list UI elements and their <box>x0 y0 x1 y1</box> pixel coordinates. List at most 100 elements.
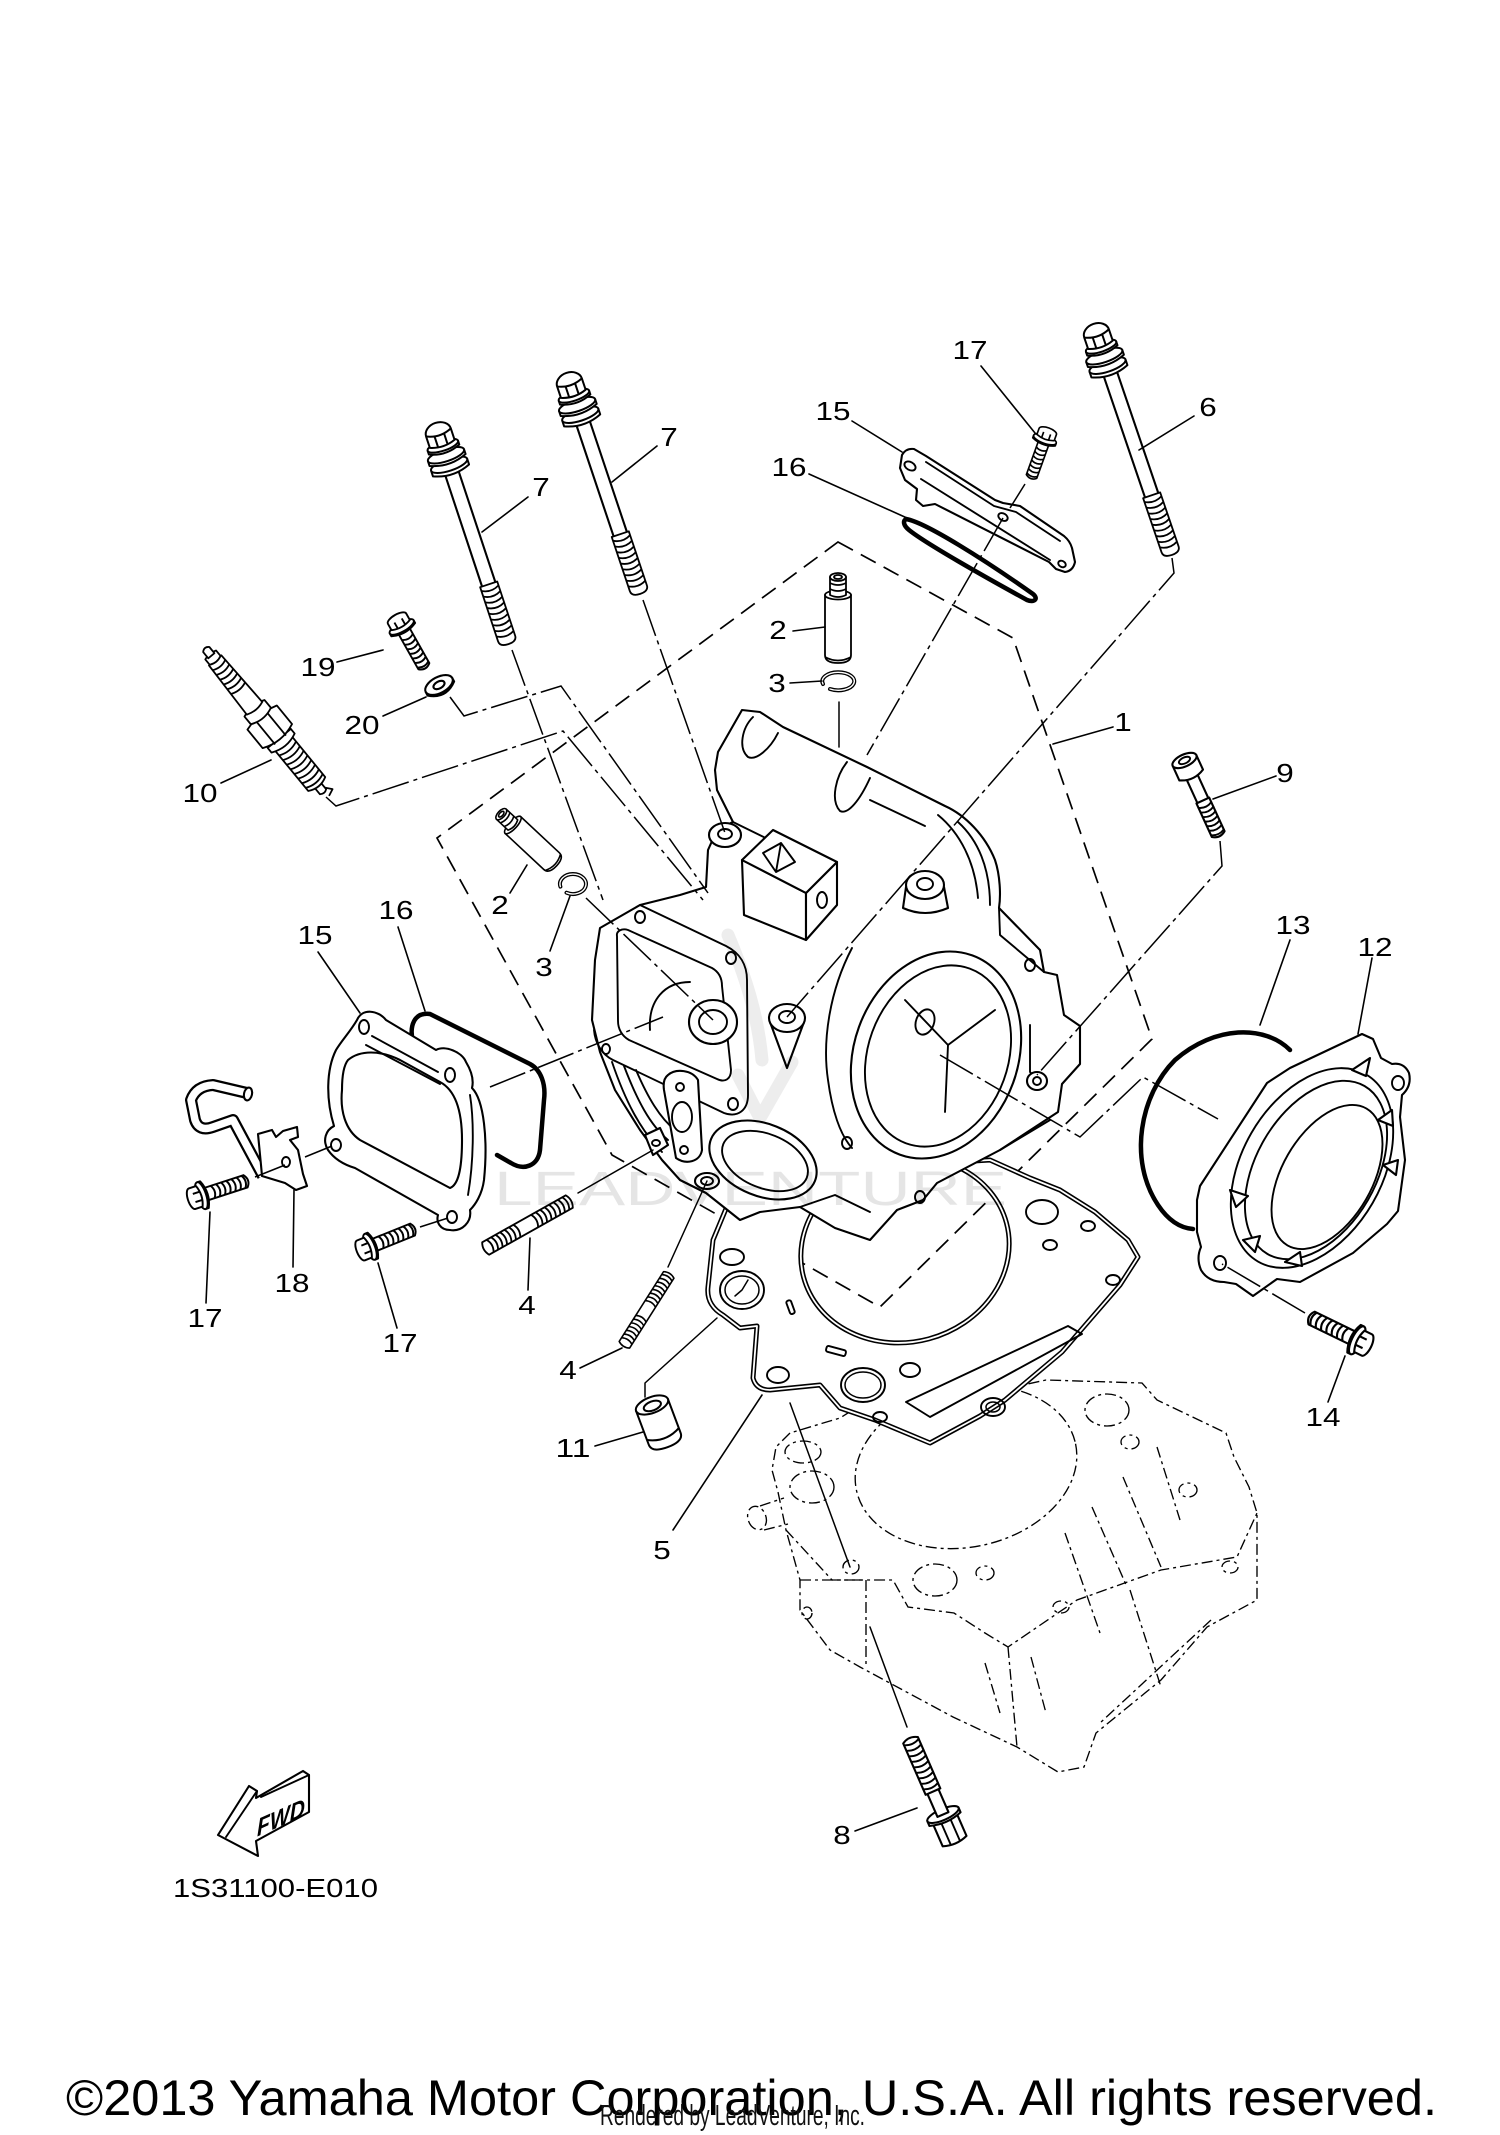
callout-17-lower[interactable]: 17 <box>383 1328 418 1358</box>
leader-line <box>382 696 427 717</box>
head-bottom-lines <box>799 1119 1051 1213</box>
cylinder-hole <box>1052 1600 1070 1614</box>
head-intake-hole <box>914 1008 936 1036</box>
callout-18[interactable]: 18 <box>275 1268 310 1298</box>
plate-12-port <box>1270 1104 1384 1250</box>
head-bolt9-hole <box>1032 1076 1042 1086</box>
cover-15-top-body <box>898 447 1077 574</box>
leader-line <box>397 926 426 1012</box>
callout-15-top[interactable]: 15 <box>816 396 851 426</box>
callout-15-left[interactable]: 15 <box>298 920 333 950</box>
head-intake-port-inner <box>863 964 1013 1148</box>
callout-1[interactable]: 1 <box>1114 707 1132 737</box>
callout-8[interactable]: 8 <box>833 1820 851 1850</box>
cylinder-hole <box>801 1606 813 1620</box>
callout-16-left[interactable]: 16 <box>379 895 414 925</box>
leader-line <box>549 895 571 952</box>
cover-15-top-hole <box>903 460 917 472</box>
gasket-5-hole-mark <box>734 1279 749 1297</box>
gasket-5-hole <box>840 1367 886 1403</box>
callout-11[interactable]: 11 <box>556 1433 591 1463</box>
callout-2-top[interactable]: 2 <box>769 615 787 645</box>
head-lug-hole <box>841 1136 853 1150</box>
callout-13[interactable]: 13 <box>1276 910 1311 940</box>
diagram-code: 1S31100-E010 <box>173 1875 378 1903</box>
callout-10[interactable]: 10 <box>183 778 218 808</box>
plate-12-ribs <box>1228 1056 1400 1268</box>
callout-4-lower[interactable]: 4 <box>559 1355 577 1385</box>
gasket-5-hole <box>719 1248 745 1266</box>
fwd-arrow-depth-lines <box>225 1774 310 1838</box>
leader-line <box>611 445 658 483</box>
head-boss-hole <box>778 1010 796 1024</box>
head-lug-hole <box>725 951 737 965</box>
head-boss <box>707 821 743 849</box>
callout-5[interactable]: 5 <box>653 1535 671 1565</box>
head-gasket-5 <box>705 1154 1141 1446</box>
head-boss-hole <box>916 877 934 891</box>
head-stud-hole <box>700 1176 714 1186</box>
breather-pipe-end <box>242 1086 254 1102</box>
watermark-logo <box>721 928 799 1125</box>
cylinder-hole <box>912 1563 958 1597</box>
gasket-5-hole <box>1042 1239 1058 1251</box>
gasket-5-hole <box>1105 1274 1121 1286</box>
leader-line <box>854 1807 918 1832</box>
alignment-line-bolt-17-left <box>254 1164 286 1178</box>
cover-15-left-hole <box>444 1067 456 1083</box>
head-lug-hole <box>727 1097 739 1111</box>
breather-bracket-18 <box>185 1079 309 1192</box>
callout-14[interactable]: 14 <box>1306 1402 1341 1432</box>
cover-gasket-16-left <box>409 1011 547 1169</box>
callout-3-top[interactable]: 3 <box>768 668 786 698</box>
callout-7-left[interactable]: 7 <box>532 472 550 502</box>
callout-17-left[interactable]: 17 <box>188 1303 223 1333</box>
plate-12-ring-inner <box>1243 1079 1389 1261</box>
gasket-5-hole-rim <box>985 1401 1001 1413</box>
leader-line <box>808 473 908 519</box>
head-boss-hole <box>717 828 733 840</box>
cylinder-phantom <box>746 1379 1258 1773</box>
callout-3-left[interactable]: 3 <box>535 952 553 982</box>
callout-9[interactable]: 9 <box>1276 758 1294 788</box>
callout-2-left[interactable]: 2 <box>491 890 509 920</box>
alignment-line-bolt-14 <box>1221 1263 1306 1314</box>
head-stud-hole <box>651 1139 661 1147</box>
cylinder-head-group-outline <box>435 540 1153 1309</box>
leader-line <box>1212 775 1277 800</box>
callout-7-middle[interactable]: 7 <box>660 422 678 452</box>
callout-20[interactable]: 20 <box>345 710 380 740</box>
callout-16-top[interactable]: 16 <box>772 452 807 482</box>
leader-line <box>377 1262 398 1329</box>
callout-17-top[interactable]: 17 <box>953 335 988 365</box>
leader-line <box>220 759 272 784</box>
callout-4-upper[interactable]: 4 <box>518 1290 536 1320</box>
callout-6[interactable]: 6 <box>1199 392 1217 422</box>
head-bolt-6 <box>1074 316 1182 559</box>
head-stud-lug <box>643 1126 670 1157</box>
callout-12[interactable]: 12 <box>1358 932 1393 962</box>
head-bolt-7-left <box>416 415 518 648</box>
callout-19[interactable]: 19 <box>301 652 336 682</box>
gasket-5-hole <box>872 1411 888 1423</box>
gasket-5-hole <box>1025 1199 1059 1225</box>
leader-line <box>672 1394 763 1531</box>
alignment-line-bracket-18 <box>304 1145 333 1158</box>
plate-12-hole <box>1213 1255 1227 1271</box>
cover-15-left-hole <box>446 1210 458 1224</box>
cylinder-hole <box>1221 1560 1239 1574</box>
bolt-8 <box>902 1735 968 1848</box>
leader-line <box>1327 1355 1346 1403</box>
washer-20-hole <box>432 679 446 691</box>
head-air-flange <box>662 1069 704 1163</box>
leader-line <box>1259 939 1291 1026</box>
bolt-9-socket <box>1177 755 1192 766</box>
alignment-line-bolt-7-left <box>511 649 604 901</box>
leader-line <box>481 496 529 533</box>
plate-12-hole <box>1391 1075 1405 1091</box>
head-bolt9-boss <box>1025 1070 1049 1092</box>
gasket-5-hole-rim <box>844 1371 882 1399</box>
alignment-line-circlip-left <box>585 897 714 1021</box>
leader-line <box>336 649 384 663</box>
